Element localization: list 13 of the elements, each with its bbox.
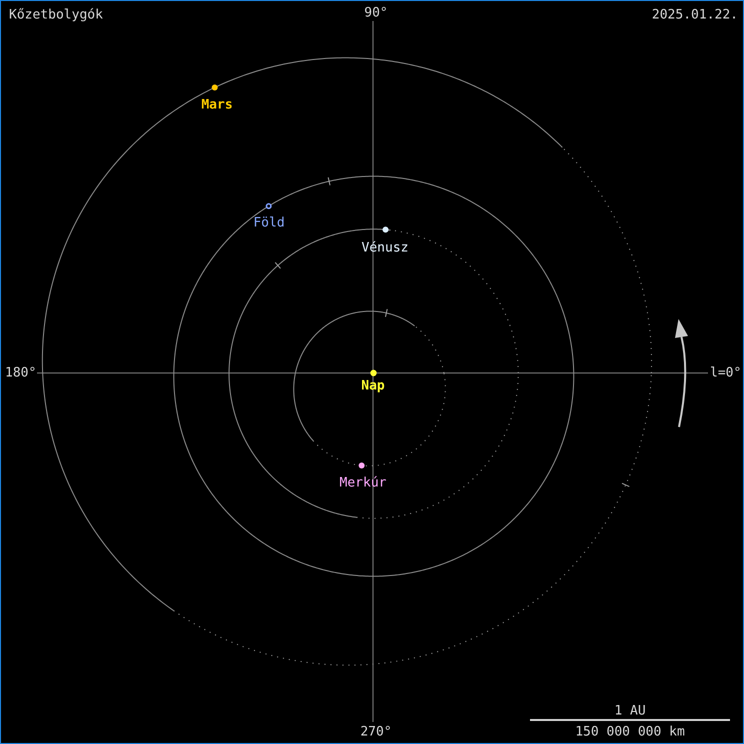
planet-label: Merkúr (340, 476, 386, 490)
axis-label: 90° (364, 6, 388, 20)
scale-label: 1 AU (614, 704, 646, 718)
axis-label: l=0° (710, 366, 742, 380)
planet-label: Mars (201, 98, 233, 112)
scale-label: 150 000 000 km (575, 726, 685, 738)
axis-label: 180° (5, 366, 36, 380)
date-label: 2025.01.22. (652, 8, 738, 22)
planet-label: Föld (253, 216, 285, 230)
diagram-title: Kőzetbolygók (9, 8, 103, 22)
axis-label: 270° (360, 726, 392, 738)
planet-label: Vénusz (362, 242, 408, 254)
sun-label: Nap (361, 380, 385, 392)
